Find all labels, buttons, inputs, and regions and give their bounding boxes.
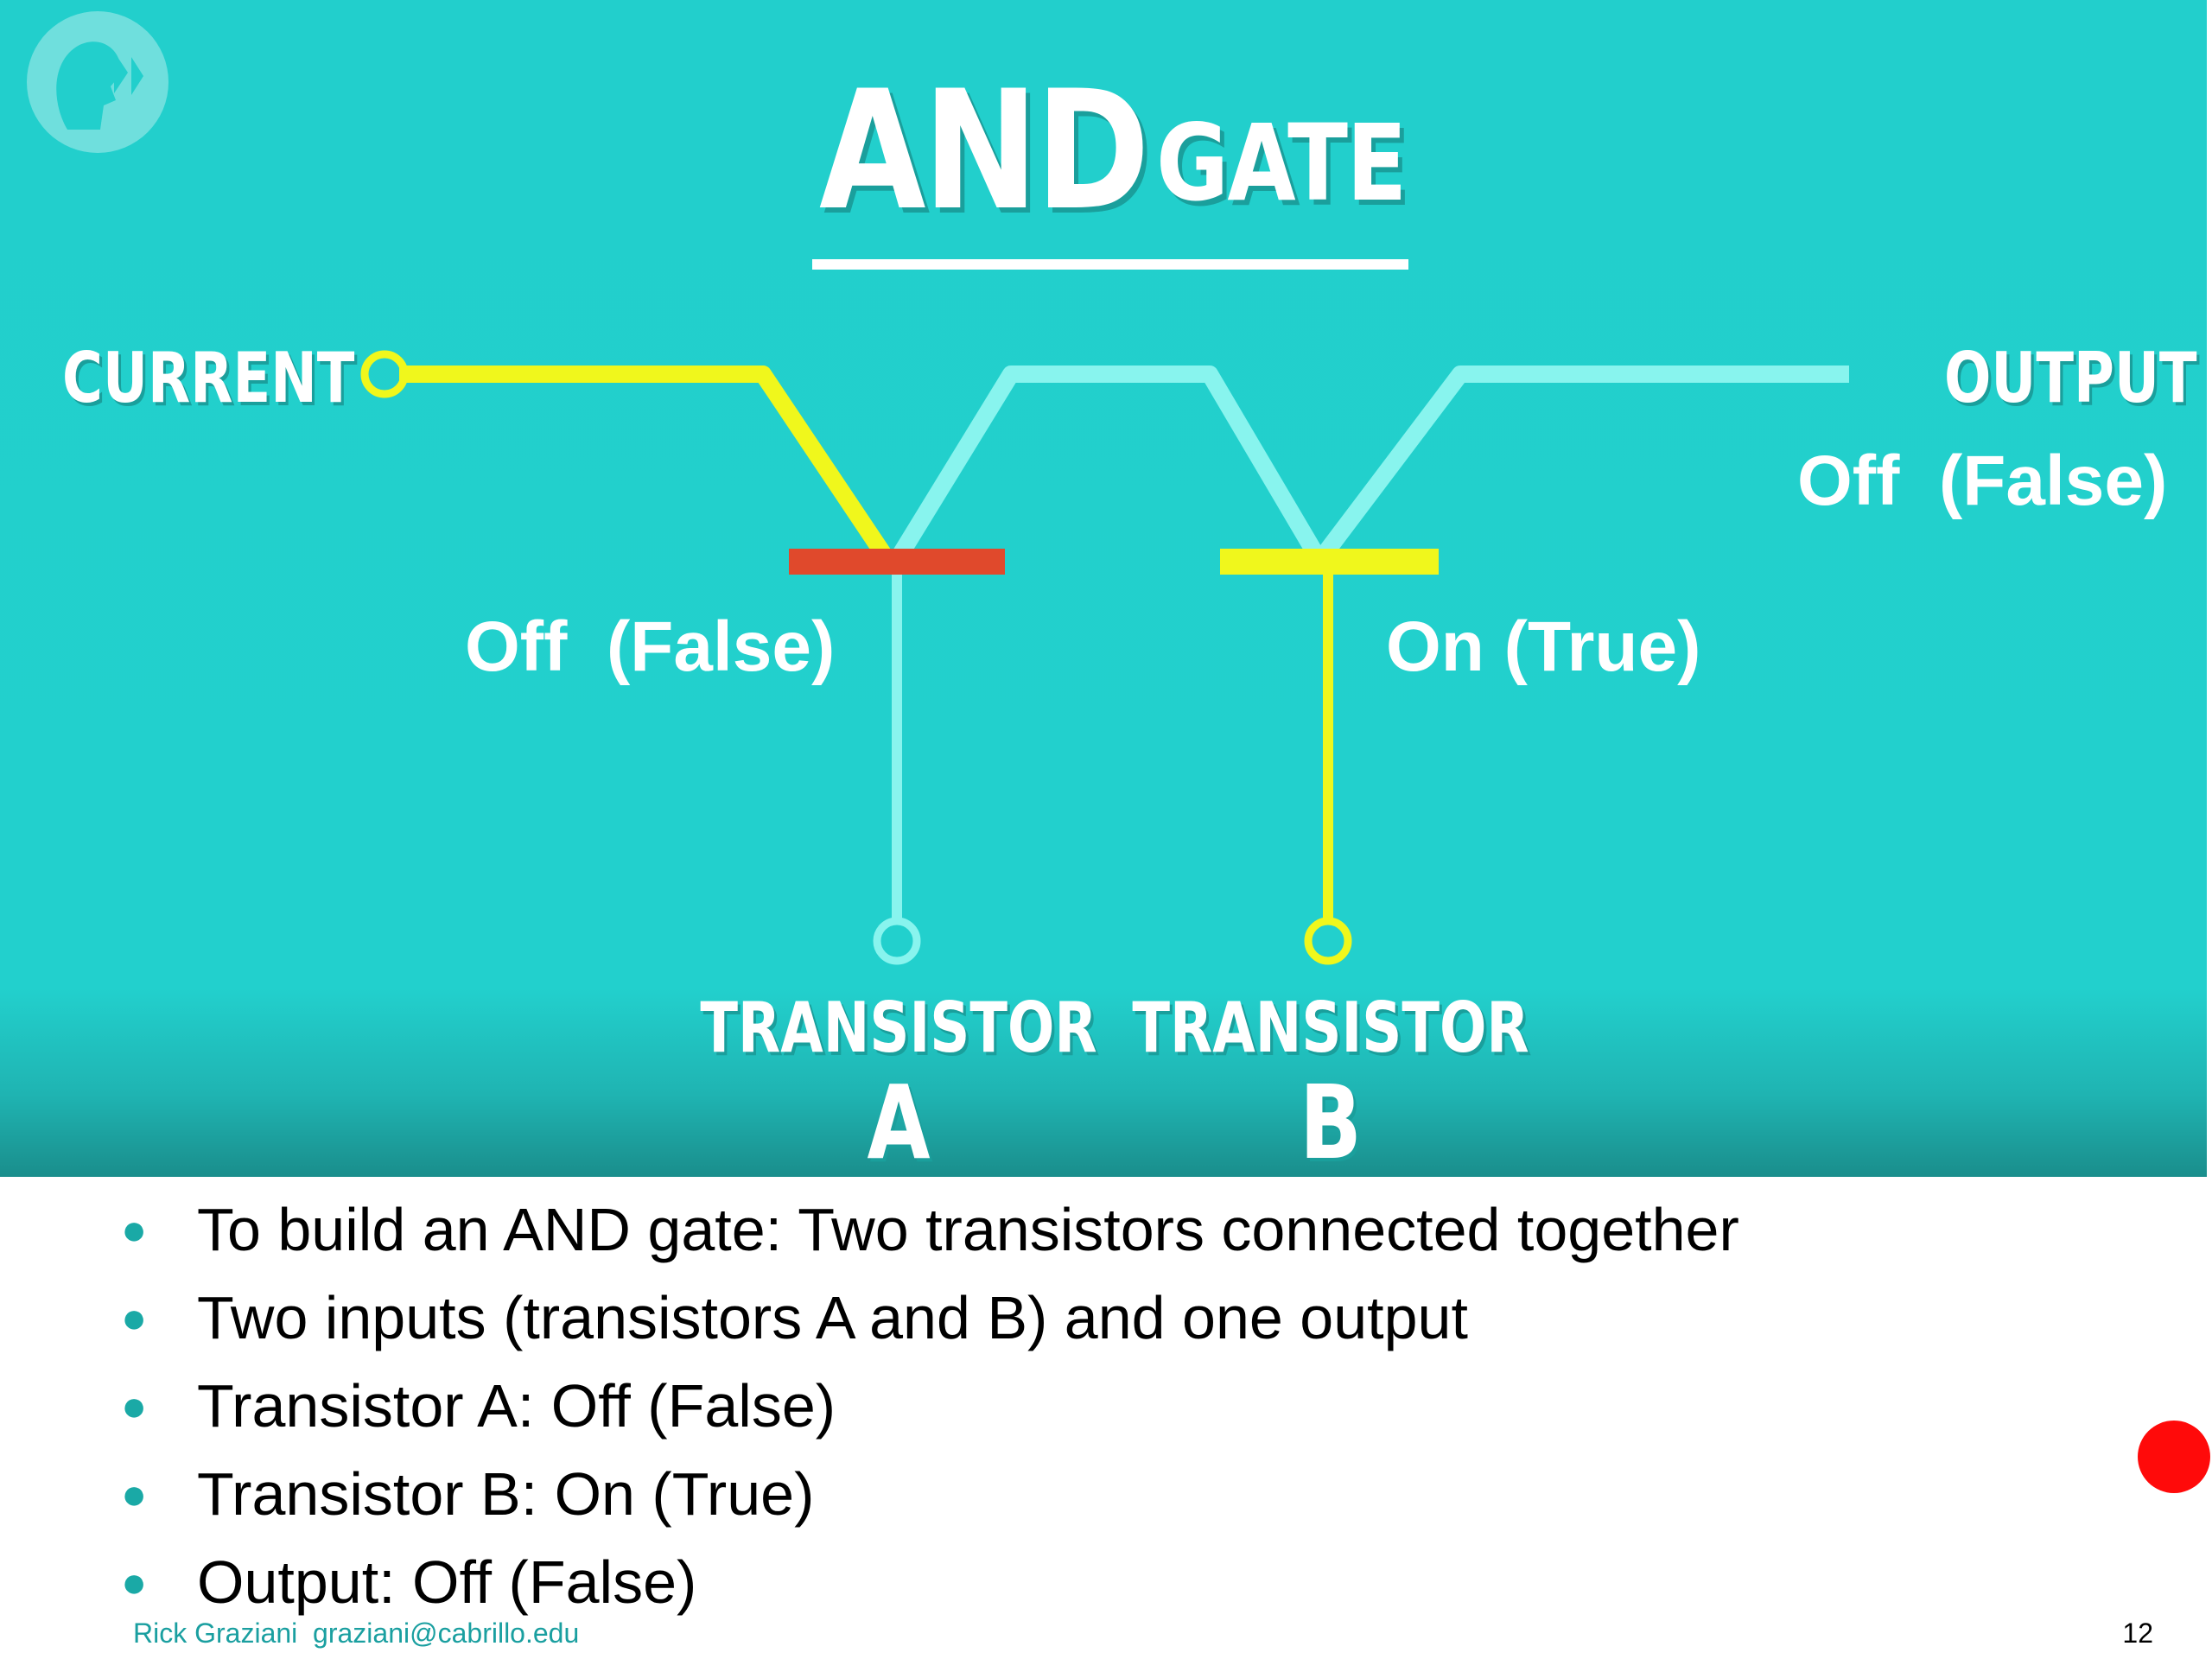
bullet-item: ● Transistor A: Off (False) <box>114 1364 1739 1452</box>
transistor-b-state: On (True) <box>1386 607 1701 686</box>
transistor-b-label: TRANSISTOR <box>1132 988 1529 1068</box>
bullet-icon: ● <box>121 1470 148 1518</box>
pbs-logo-icon <box>27 11 168 153</box>
output-label: OUTPUT <box>1944 338 2197 418</box>
current-input-terminal <box>360 350 409 398</box>
bullet-text: Transistor A: Off (False) <box>197 1372 836 1440</box>
active-wire <box>399 365 1333 923</box>
transistor-a-state: Off (False) <box>465 607 836 686</box>
bullet-text: Transistor B: On (True) <box>197 1460 815 1528</box>
bullet-item: ● Output: Off (False) <box>114 1541 1739 1629</box>
transistor-a-letter: A <box>867 1063 931 1177</box>
transistor-a-label: TRANSISTOR <box>700 988 1097 1068</box>
current-label: CURRENT <box>62 338 355 418</box>
and-gate-diagram: AND GATE CURRENT OUTPUT Off (False) Off … <box>0 0 2207 1177</box>
transistor-a-input-terminal <box>873 917 921 965</box>
red-dot-icon <box>2138 1421 2210 1493</box>
bullet-icon: ● <box>121 1294 148 1342</box>
page-number: 12 <box>2122 1618 2153 1649</box>
title-gate: GATE <box>1156 102 1407 225</box>
bullet-text: Output: Off (False) <box>197 1548 697 1616</box>
transistor-b-input-terminal <box>1304 917 1352 965</box>
bullet-item: ● Two inputs (transistors A and B) and on… <box>114 1276 1739 1364</box>
bullet-text: To build an AND gate: Two transistors co… <box>197 1196 1739 1263</box>
inactive-wire <box>891 365 1849 923</box>
title-and: AND <box>819 55 1150 246</box>
bullet-item: ● Transistor B: On (True) <box>114 1452 1739 1541</box>
bullet-item: ● To build an AND gate: Two transistors c… <box>114 1188 1739 1276</box>
transistor-b-gate <box>1220 549 1439 575</box>
bullet-list: ● To build an AND gate: Two transistors c… <box>114 1188 1739 1629</box>
title-underline <box>812 259 1408 270</box>
transistor-b-letter: B <box>1300 1063 1362 1177</box>
bullet-icon: ● <box>121 1382 148 1430</box>
bullet-text: Two inputs (transistors A and B) and one… <box>197 1284 1468 1351</box>
bullet-icon: ● <box>121 1205 148 1254</box>
bullet-icon: ● <box>121 1558 148 1606</box>
circuit-drawing <box>27 11 1849 965</box>
footer-author: Rick Graziani graziani@cabrillo.edu <box>133 1618 580 1649</box>
transistor-a-gate <box>789 549 1005 575</box>
output-state: Off (False) <box>1797 442 2168 520</box>
